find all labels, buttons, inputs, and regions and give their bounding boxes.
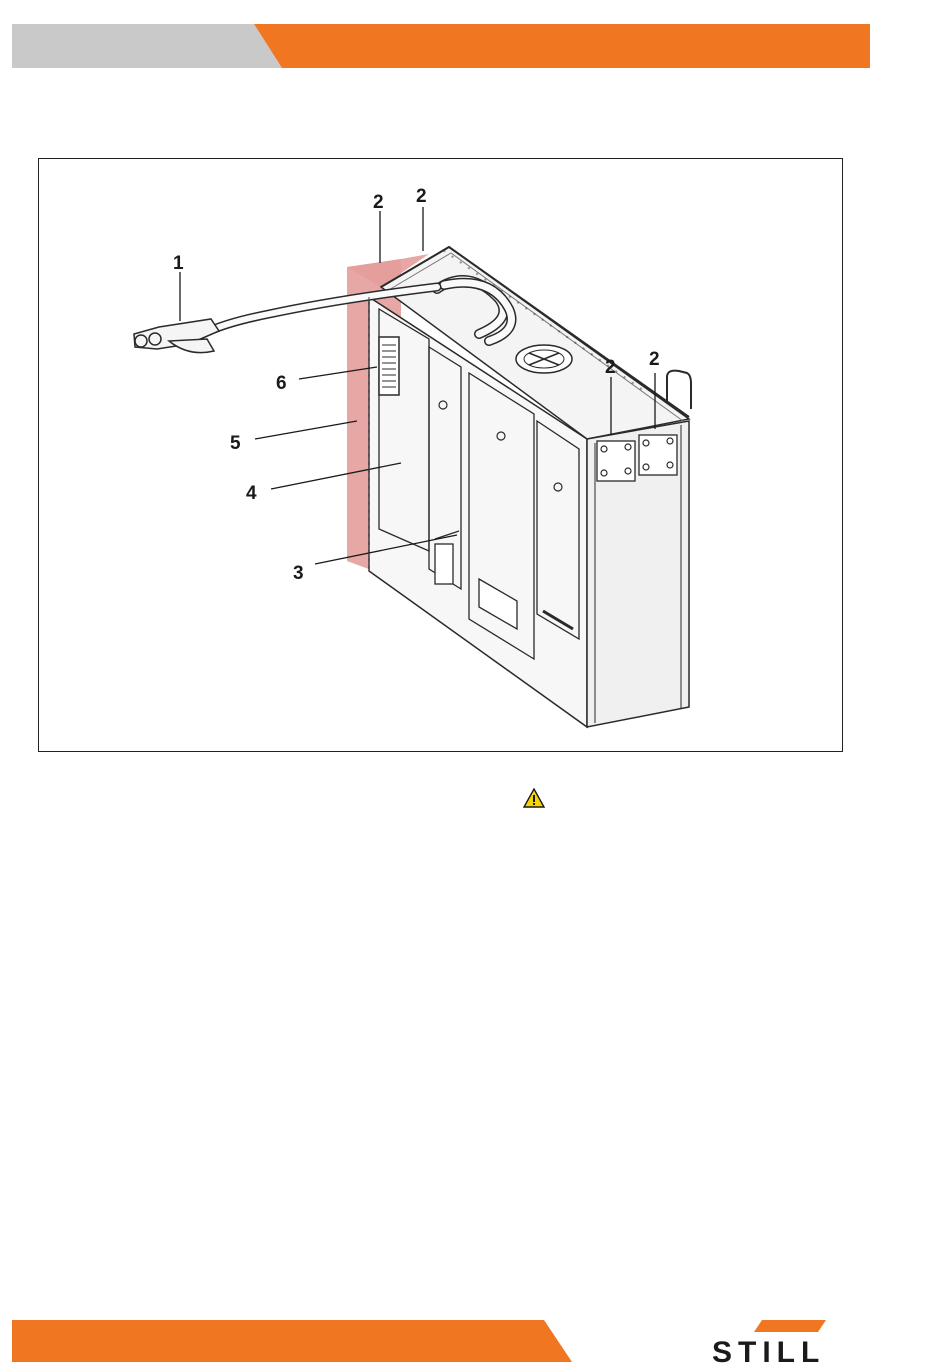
battery-illustration: 1 2 2 2 2 3 4 5 6 xyxy=(39,159,844,753)
callout-1: 1 xyxy=(173,253,184,274)
front-plate-right xyxy=(639,435,677,475)
charging-plug xyxy=(134,319,219,353)
logo-orange-stripe xyxy=(754,1320,826,1332)
warning-triangle-icon xyxy=(523,788,545,808)
callout-4: 4 xyxy=(246,483,257,504)
callout-2d: 2 xyxy=(649,349,660,370)
brand-logo: STILL xyxy=(710,1318,870,1364)
brand-name: STILL xyxy=(712,1336,825,1364)
header-band xyxy=(0,0,950,90)
footer-orange-bar xyxy=(12,1320,572,1362)
callout-6: 6 xyxy=(276,373,287,394)
header-orange-bar xyxy=(254,24,870,68)
figure-frame: 1 2 2 2 2 3 4 5 6 xyxy=(38,158,843,752)
callout-3: 3 xyxy=(293,563,304,584)
callout-2b: 2 xyxy=(416,186,427,207)
callout-2a: 2 xyxy=(373,192,384,213)
ventilation-grille xyxy=(379,337,399,395)
callout-5: 5 xyxy=(230,433,241,454)
header-gray-tab xyxy=(12,24,282,68)
front-plate-left xyxy=(597,441,635,481)
callout-2c: 2 xyxy=(605,357,616,378)
